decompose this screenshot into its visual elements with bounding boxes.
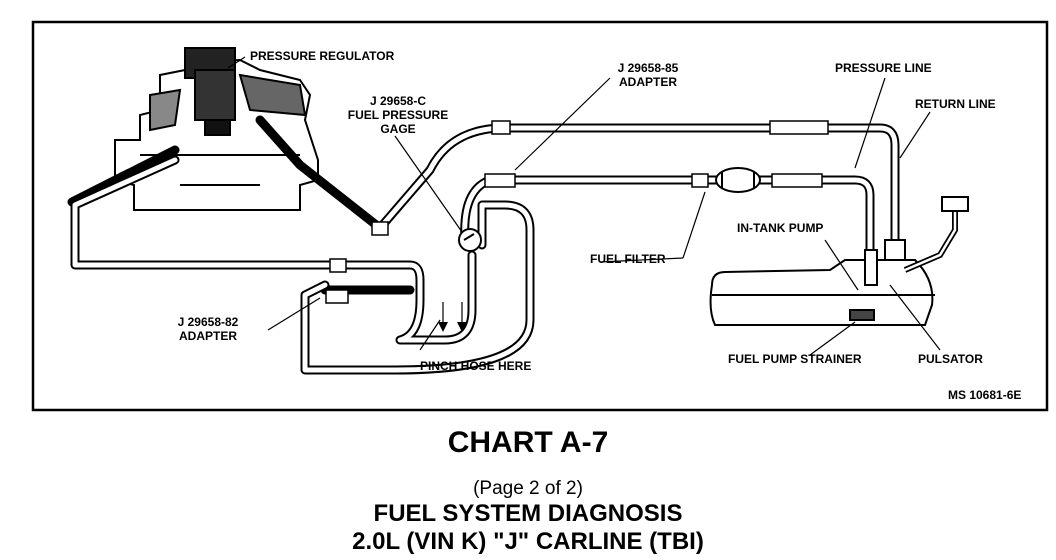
fitting-adapter82-lower	[325, 289, 349, 304]
fitting-return-connector	[371, 221, 389, 236]
fitting-filter-inlet	[691, 173, 709, 188]
throttle-body-unit	[114, 47, 319, 211]
label-adapter85-name: ADAPTER	[619, 75, 677, 89]
fitting-pressure-sleeve	[771, 173, 823, 188]
page-indicator: (Page 2 of 2)	[473, 478, 583, 499]
fitting-adapter82-upper	[329, 258, 347, 273]
label-figure-code: MS 10681-6E	[948, 388, 1021, 402]
label-pressure-line: PRESSURE LINE	[835, 61, 932, 75]
chart-title: CHART A-7	[447, 426, 609, 459]
fittings	[325, 120, 829, 304]
label-fuel-filter: FUEL FILTER	[590, 252, 666, 266]
label-pulsator: PULSATOR	[918, 352, 983, 366]
label-return-line: RETURN LINE	[915, 97, 996, 111]
fuel-tank-unit	[709, 196, 969, 326]
fuel-filter-unit	[715, 167, 761, 193]
label-gage-part-number: J 29658-C	[370, 94, 426, 108]
leader-lines	[227, 56, 941, 356]
engine-description: 2.0L (VIN K) "J" CARLINE (TBI)	[352, 528, 704, 555]
label-gage-name-2: GAGE	[380, 122, 415, 136]
fitting-adapter85	[484, 173, 516, 188]
label-adapter82-part-number: J 29658-82	[178, 315, 239, 329]
label-adapter82-name: ADAPTER	[179, 329, 237, 343]
fuel-lines-inner	[72, 125, 898, 373]
label-in-tank-pump: IN-TANK PUMP	[737, 221, 823, 235]
label-gage-name-1: FUEL PRESSURE	[348, 108, 448, 122]
label-fuel-pump-strainer: FUEL PUMP STRAINER	[728, 352, 862, 366]
pinch-arrows	[438, 322, 467, 332]
label-pressure-regulator: PRESSURE REGULATOR	[250, 49, 395, 63]
fitting-return-sleeve	[769, 120, 829, 135]
fitting-return-line	[491, 120, 511, 135]
diagram-frame	[31, 20, 1049, 412]
label-pinch-hose: PINCH HOSE HERE	[420, 359, 531, 373]
fuel-system-diagram: PRESSURE REGULATOR J 29658-C FUEL PRESSU…	[31, 20, 1049, 412]
chart-subtitle: FUEL SYSTEM DIAGNOSIS	[373, 500, 683, 527]
label-adapter85-part-number: J 29658-85	[618, 61, 679, 75]
fuel-pressure-gage-unit	[458, 228, 482, 252]
